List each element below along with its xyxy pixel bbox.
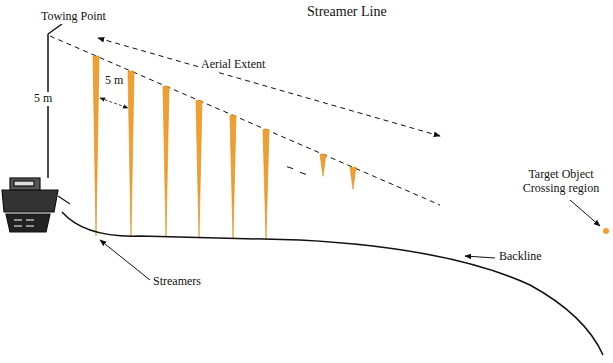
streamer: [230, 115, 236, 238]
dimension-label: 5 m: [33, 92, 53, 106]
target-label: Target Object Crossing region: [515, 168, 607, 196]
streamer-group: [93, 56, 356, 239]
tow-mast: [47, 34, 49, 178]
backline-leader: [465, 256, 495, 258]
spacing-arrow: [100, 98, 128, 108]
dimension-label: 5 m: [104, 74, 124, 88]
extent-label: Aerial Extent: [200, 58, 266, 72]
gap-mark: [300, 172, 306, 174]
backline: [62, 212, 603, 355]
diagram-title: Streamer Line: [307, 4, 387, 20]
streamer: [320, 154, 326, 176]
target-object: [603, 228, 609, 234]
streamer: [196, 101, 202, 238]
part-label: Backline: [498, 250, 543, 264]
part-label: Streamers: [152, 275, 202, 289]
aerial-extent-arrow: [98, 38, 440, 136]
streamers-leader: [100, 240, 150, 280]
streamer: [128, 71, 134, 236]
towing-point-label: Towing Point: [40, 10, 107, 24]
target-leader: [570, 200, 600, 226]
streamer: [93, 56, 99, 236]
gap-mark: [287, 167, 293, 169]
streamer: [263, 130, 269, 240]
streamer: [350, 167, 356, 189]
tow-arm: [48, 24, 62, 34]
boat: [2, 178, 70, 232]
tow-line: [50, 36, 440, 205]
streamer: [163, 86, 169, 236]
